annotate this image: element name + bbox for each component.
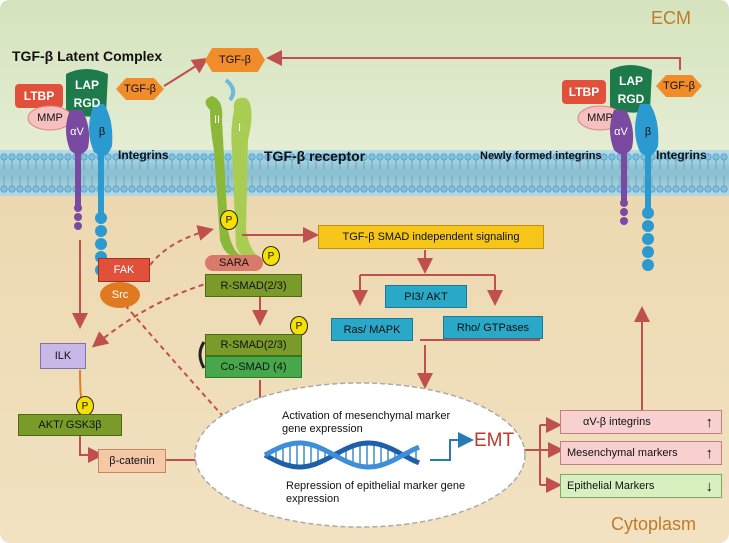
tgfb-left-shape bbox=[116, 78, 164, 100]
tgfb-left: TGF-β bbox=[124, 83, 156, 95]
output-mesenchymal-label: Mesenchymal markers bbox=[567, 447, 678, 459]
rho-gtpases-box: Rho/ GTPases bbox=[443, 316, 543, 339]
phospho-smad: P bbox=[290, 316, 308, 336]
tgfb-receptor-shape bbox=[205, 78, 260, 261]
alpha-v-left-shape bbox=[66, 110, 90, 155]
dna-helix-icon bbox=[263, 440, 421, 470]
mmp-left: MMP bbox=[37, 112, 63, 124]
ecm-region bbox=[0, 0, 729, 165]
arrow-up-icon: ↑ bbox=[705, 413, 714, 431]
lap-right: LAP bbox=[619, 74, 643, 88]
emt-label: EMT bbox=[474, 430, 515, 451]
pi3-akt-box: PI3/ AKT bbox=[385, 285, 467, 308]
repression-text: Repression of epithelial marker gene exp… bbox=[286, 480, 466, 505]
smad-independent-box: TGF-β SMAD independent signaling bbox=[318, 225, 544, 249]
activation-text: Activation of mesenchymal marker gene ex… bbox=[282, 410, 451, 435]
tgfb-right: TGF-β bbox=[663, 80, 695, 92]
latent-complex-title: TGF-β Latent Complex bbox=[12, 48, 163, 64]
arrow-down-icon: ↓ bbox=[705, 477, 714, 495]
output-mesenchymal: Mesenchymal markers ↑ bbox=[560, 441, 722, 465]
output-integrins: αV-β integrins ↑ bbox=[560, 410, 722, 434]
phospho-sara: P bbox=[262, 246, 280, 266]
ltbp-right: LTBP bbox=[568, 85, 600, 99]
ltbp-left: LTBP bbox=[23, 89, 55, 103]
arrow-up-icon: ↑ bbox=[705, 444, 714, 462]
integrins-left-label: Integrins bbox=[118, 148, 169, 162]
alpha-v-right: αV bbox=[614, 126, 628, 138]
integrins-right-label: Integrins bbox=[656, 148, 707, 162]
sara-box: SARA bbox=[205, 255, 263, 271]
akt-gsk3b-box: AKT/ GSK3β bbox=[18, 414, 122, 436]
left-integrin-complex bbox=[15, 69, 164, 276]
ilk-box: ILK bbox=[40, 343, 86, 369]
newly-formed-integrins-label: Newly formed integrins bbox=[480, 150, 602, 162]
fak-box: FAK bbox=[98, 258, 150, 282]
output-epithelial: Epithelial Markers ↓ bbox=[560, 474, 722, 498]
tgfb-receptor-label: TGF-β receptor bbox=[264, 148, 366, 164]
tgfb-right-shape bbox=[656, 75, 702, 97]
tgfb-ligand-released: TGF-β bbox=[205, 48, 265, 72]
emt-arrow bbox=[430, 432, 474, 461]
phospho-akt: P bbox=[76, 396, 94, 416]
phospho-receptor: P bbox=[220, 210, 238, 230]
beta-left-shape bbox=[89, 104, 113, 156]
cosmad-box: Co-SMAD (4) bbox=[205, 356, 302, 378]
ltbp-right-shape bbox=[562, 80, 606, 104]
src-ellipse: Src bbox=[100, 282, 140, 308]
rsmad-box-2: R-SMAD(2/3) bbox=[205, 334, 302, 356]
beta-right: β bbox=[644, 126, 652, 138]
beta-right-shape bbox=[635, 104, 659, 156]
cytoplasm-label: Cytoplasm bbox=[611, 514, 697, 534]
rsmad-box: R-SMAD(2/3) bbox=[205, 274, 302, 297]
beta-catenin-box: β-catenin bbox=[98, 449, 166, 473]
mmp-right: MMP bbox=[587, 112, 613, 124]
ecm-label: ECM bbox=[651, 8, 691, 28]
alpha-v-left: αV bbox=[70, 126, 84, 138]
ras-mapk-box: Ras/ MAPK bbox=[331, 318, 413, 341]
alpha-v-right-shape bbox=[610, 110, 634, 155]
rgd-right: RGD bbox=[617, 92, 645, 106]
receptor-chain-ii: II bbox=[214, 114, 221, 126]
rgd-left: RGD bbox=[73, 96, 101, 110]
cell-membrane bbox=[0, 150, 729, 196]
lap-right-shape bbox=[610, 65, 652, 113]
output-epithelial-label: Epithelial Markers bbox=[567, 480, 655, 492]
right-integrin-complex bbox=[562, 65, 702, 271]
beta-left: β bbox=[98, 126, 106, 138]
lap-left: LAP bbox=[75, 78, 99, 92]
ltbp-left-shape bbox=[15, 84, 63, 108]
receptor-chain-i: I bbox=[238, 122, 242, 134]
output-integrins-label: αV-β integrins bbox=[583, 416, 651, 428]
